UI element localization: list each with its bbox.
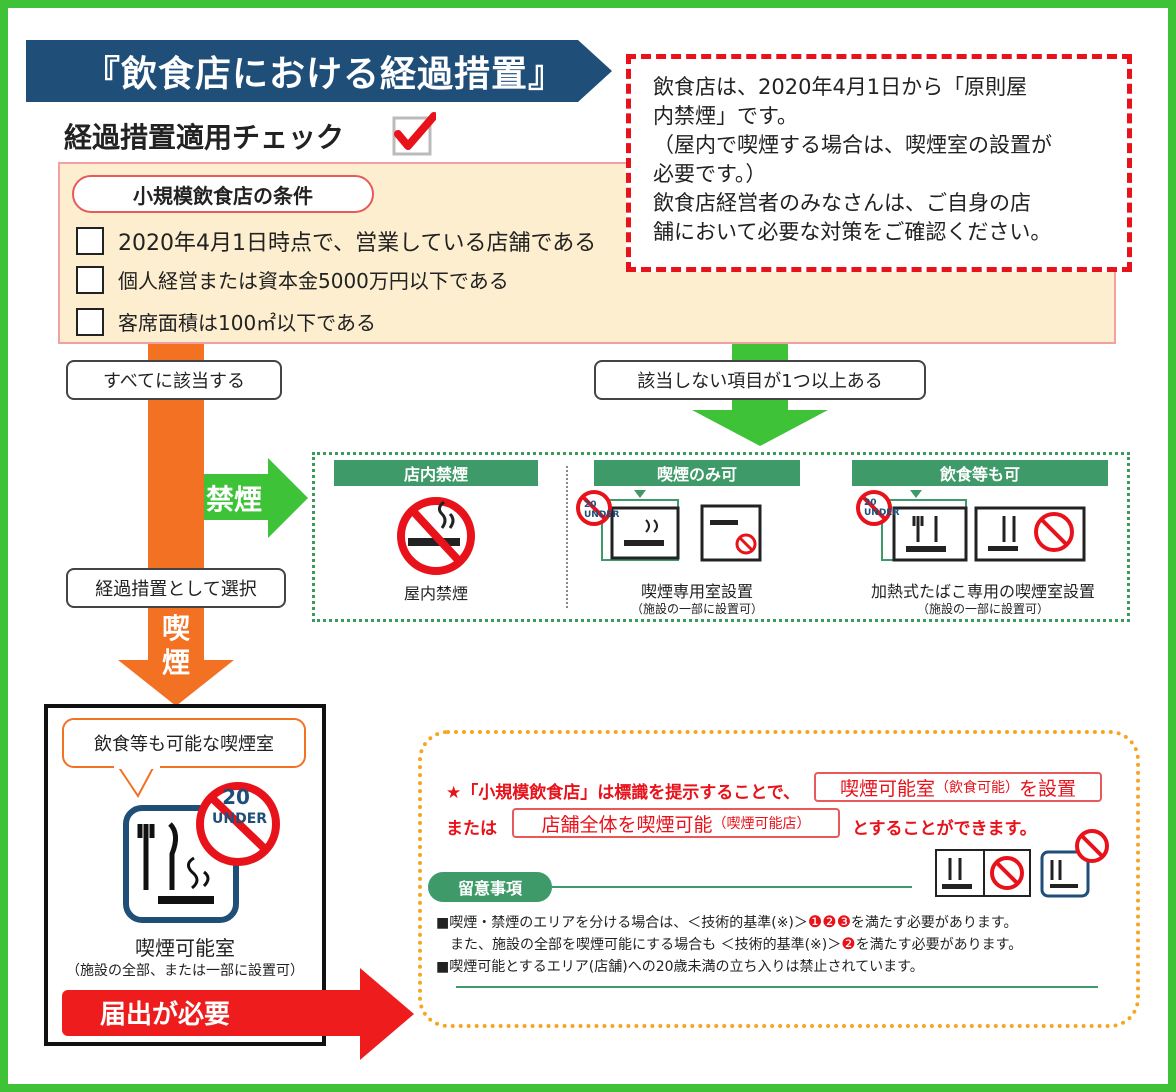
- note-1: ■喫煙・禁煙のエリアを分ける場合は、＜技術的基準(※)＞❶❷❸を満たす必要があり…: [436, 912, 1018, 932]
- under-20-badge: 20 UNDER: [864, 498, 899, 518]
- pill-small: （喫煙可能店）: [712, 816, 811, 832]
- whole-store-pill: 店舗全体を喫煙可能（喫煙可能店）: [512, 808, 840, 838]
- room-caption: 喫煙可能室: [135, 936, 235, 960]
- sign-examples-icon: [934, 848, 1094, 902]
- green-down-arrow-icon: [692, 410, 828, 446]
- smoking-room-pill: 喫煙可能室（飲食可能）を設置: [814, 772, 1102, 802]
- under-20-badge: 20 UNDER: [584, 500, 619, 520]
- notes-heading: 留意事項: [428, 872, 552, 902]
- badge-number: 20: [584, 500, 597, 510]
- condition-label: 客席面積は100㎡以下である: [118, 311, 376, 335]
- option-sub: （施設の一部に設置可）: [916, 602, 1049, 616]
- heated-tobacco-room-icon: [854, 486, 1094, 576]
- pill-main: 喫煙可能室: [839, 777, 935, 800]
- note-text: ■喫煙・禁煙のエリアを分ける場合は、＜技術的基準(※)＞: [436, 915, 808, 931]
- info-line-2-suffix: とすることができます。: [852, 819, 1037, 839]
- green-right-arrow-icon: [268, 458, 308, 538]
- option-head-eating-ok: 飲食等も可: [852, 460, 1108, 486]
- note-3: ■喫煙可能とするエリア(店舗)への20歳未満の立ち入りは禁止されています。: [436, 959, 924, 975]
- options-box: [312, 452, 1130, 622]
- info-bottom-divider: [456, 986, 1098, 988]
- select-transition-label: 経過措置として選択: [66, 568, 286, 608]
- smoking-char-1: 喫: [161, 612, 190, 645]
- orange-arrow-icon: [118, 660, 234, 706]
- speech-bubble: 飲食等も可能な喫煙室: [62, 718, 306, 768]
- all-apply-label: すべてに該当する: [66, 360, 282, 400]
- option-caption: 加熱式たばこ専用の喫煙室設置: [870, 582, 1095, 601]
- checkbox[interactable]: [76, 227, 104, 255]
- option-head-no-smoking: 店内禁煙: [334, 460, 538, 486]
- note-2: また、施設の全部を喫煙可能にする場合も ＜技術的基準(※)＞❷を満たす必要があり…: [436, 934, 1022, 954]
- condition-label: 2020年4月1日時点で、営業している店舗である: [118, 231, 597, 256]
- info-panel: [418, 730, 1140, 1028]
- notes-divider: [552, 886, 912, 888]
- room-sub: （施設の全部、または一部に設置可）: [66, 963, 304, 979]
- condition-item-1[interactable]: 2020年4月1日時点で、営業している店舗である: [76, 225, 596, 257]
- pill-tail: を設置: [1019, 777, 1077, 800]
- checkmark-icon: [392, 112, 438, 156]
- smoking-room-icon: [576, 486, 766, 576]
- notice-line: （屋内で喫煙する場合は、喫煙室の設置が: [653, 133, 1052, 157]
- check-title: 経過措置適用チェック: [64, 121, 345, 154]
- green-right-bar: [204, 474, 270, 520]
- speech-tail-icon: [110, 765, 170, 804]
- option-head-smoking-only: 喫煙のみ可: [594, 460, 800, 486]
- checkbox[interactable]: [76, 265, 104, 294]
- condition-item-2[interactable]: 個人経営または資本金5000万円以下である: [76, 265, 509, 294]
- conditions-heading: 小規模飲食店の条件: [72, 175, 374, 213]
- badge-under: UNDER: [212, 811, 268, 827]
- notice-line: 飲食店経営者のみなさんは、ご自身の店: [653, 191, 1031, 215]
- no-smoking-icon: [390, 496, 482, 580]
- notice-line: 必要です。）: [653, 162, 767, 186]
- note-tail: を満たす必要があります。: [850, 915, 1018, 931]
- condition-label: 個人経営または資本金5000万円以下である: [118, 269, 509, 293]
- info-line-1: ★「小規模飲食店」は標識を提示することで、: [446, 783, 801, 803]
- option-sub: （施設の一部に設置可）: [630, 602, 763, 616]
- smoking-char-2: 煙: [161, 646, 190, 679]
- info-line-2-prefix: または: [446, 819, 497, 839]
- badge-under: UNDER: [864, 508, 900, 518]
- option-caption: 喫煙専用室設置: [640, 582, 753, 601]
- badge-number: 20: [864, 498, 877, 508]
- badge-under: UNDER: [584, 510, 620, 520]
- pill-small: （飲食可能）: [935, 780, 1019, 796]
- condition-item-3[interactable]: 客席面積は100㎡以下である: [76, 307, 376, 336]
- note-nums: ❷: [841, 934, 856, 953]
- red-arrow-icon: [360, 968, 414, 1060]
- notify-required-label: 届出が必要: [100, 1000, 231, 1030]
- notice-line: 飲食店は、2020年4月1日から「原則屋: [653, 75, 1028, 99]
- note-text: また、施設の全部を喫煙可能にする場合も ＜技術的基準(※)＞: [436, 937, 842, 953]
- page-title: 『飲食店における経過措置』: [26, 40, 578, 102]
- not-apply-label: 該当しない項目が1つ以上ある: [594, 360, 926, 400]
- notice-box: 飲食店は、2020年4月1日から「原則屋 内禁煙」です。 （屋内で喫煙する場合は…: [626, 54, 1132, 272]
- under-20-badge: 20 UNDER: [212, 785, 268, 830]
- checkbox[interactable]: [76, 307, 104, 336]
- under-20-small-icon: [1074, 828, 1110, 868]
- notice-line: 舗において必要な対策をご確認ください。: [653, 220, 1052, 244]
- no-smoking-arrow-label: 禁煙: [206, 483, 263, 516]
- note-tail: を満たす必要があります。: [855, 937, 1023, 953]
- title-arrow-icon: [578, 40, 612, 102]
- pill-main: 店舗全体を喫煙可能: [541, 813, 713, 836]
- option-caption: 屋内禁煙: [403, 584, 468, 603]
- smoking-arrow-label: 喫 煙: [148, 612, 204, 680]
- smoking-room-sign-icon: [118, 780, 288, 934]
- notice-line: 内禁煙」です。: [653, 104, 798, 128]
- note-nums: ❶❷❸: [807, 912, 851, 931]
- red-flow-bar: [62, 990, 362, 1036]
- options-divider: [566, 466, 568, 608]
- badge-number: 20: [222, 785, 250, 809]
